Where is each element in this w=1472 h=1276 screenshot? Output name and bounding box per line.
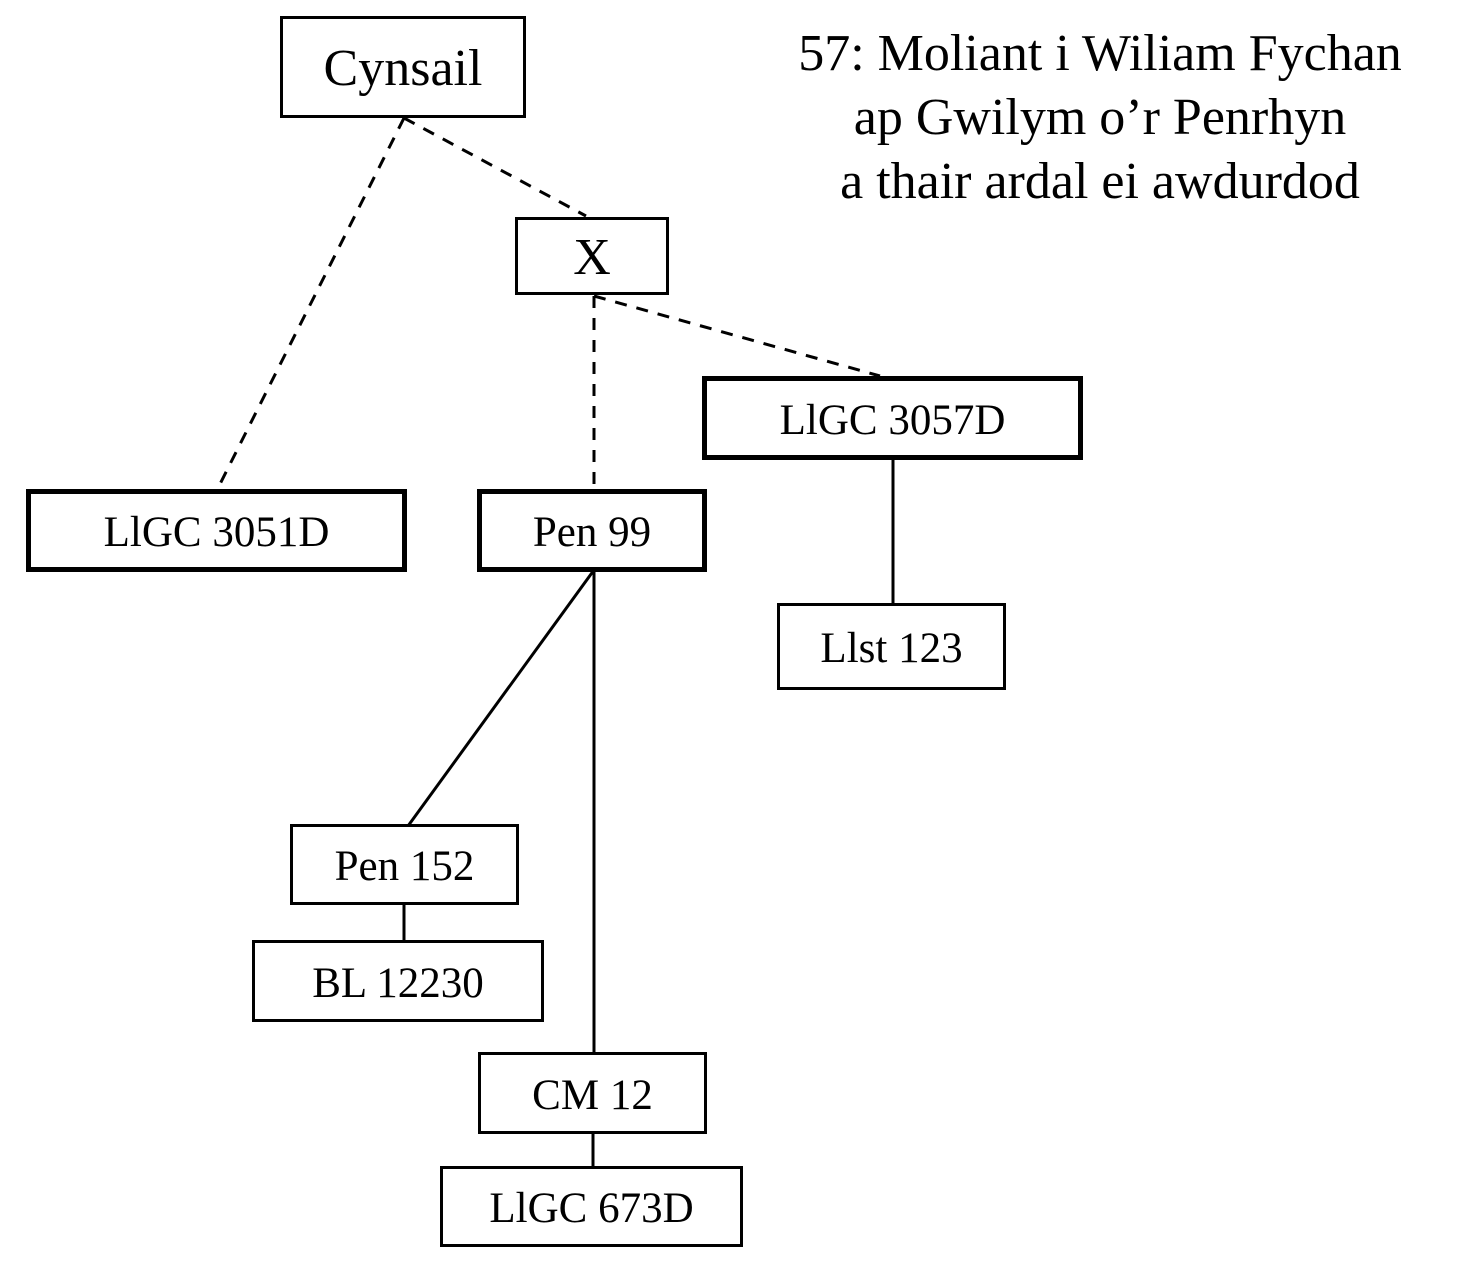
node-bl12230: BL 12230 xyxy=(252,940,544,1022)
node-llgc673d: LlGC 673D xyxy=(440,1166,743,1247)
node-pen99: Pen 99 xyxy=(477,489,707,572)
edge-cynsail-x xyxy=(403,116,587,218)
edge-x-llgc3057d xyxy=(593,294,881,378)
node-label: Llst 123 xyxy=(820,625,963,672)
node-label: LlGC 3051D xyxy=(103,509,330,556)
node-label: BL 12230 xyxy=(312,959,484,1007)
title-line-3: a thair ardal ei awdurdod xyxy=(840,153,1360,210)
node-llgc3051d: LlGC 3051D xyxy=(26,489,407,572)
edge-pen99-pen152 xyxy=(406,569,596,827)
node-label: Pen 99 xyxy=(532,509,652,556)
node-llgc3057d: LlGC 3057D xyxy=(702,376,1083,460)
node-label: X xyxy=(573,229,611,286)
node-cynsail: Cynsail xyxy=(280,16,526,118)
diagram-title: 57: Moliant i Wiliam Fychan ap Gwilym o’… xyxy=(730,22,1470,214)
node-label: Cynsail xyxy=(323,40,483,97)
node-cm12: CM 12 xyxy=(478,1052,707,1134)
node-label: Pen 152 xyxy=(334,843,475,890)
node-x: X xyxy=(515,217,669,295)
node-label: LlGC 673D xyxy=(489,1185,694,1232)
title-line-2: ap Gwilym o’r Penrhyn xyxy=(853,89,1347,146)
node-llst123: Llst 123 xyxy=(777,603,1006,690)
node-label: LlGC 3057D xyxy=(779,396,1006,444)
title-line-1: 57: Moliant i Wiliam Fychan xyxy=(798,25,1402,82)
node-label: CM 12 xyxy=(532,1071,653,1119)
edge-cynsail-llgc3051d xyxy=(214,117,406,493)
node-pen152: Pen 152 xyxy=(290,824,519,905)
